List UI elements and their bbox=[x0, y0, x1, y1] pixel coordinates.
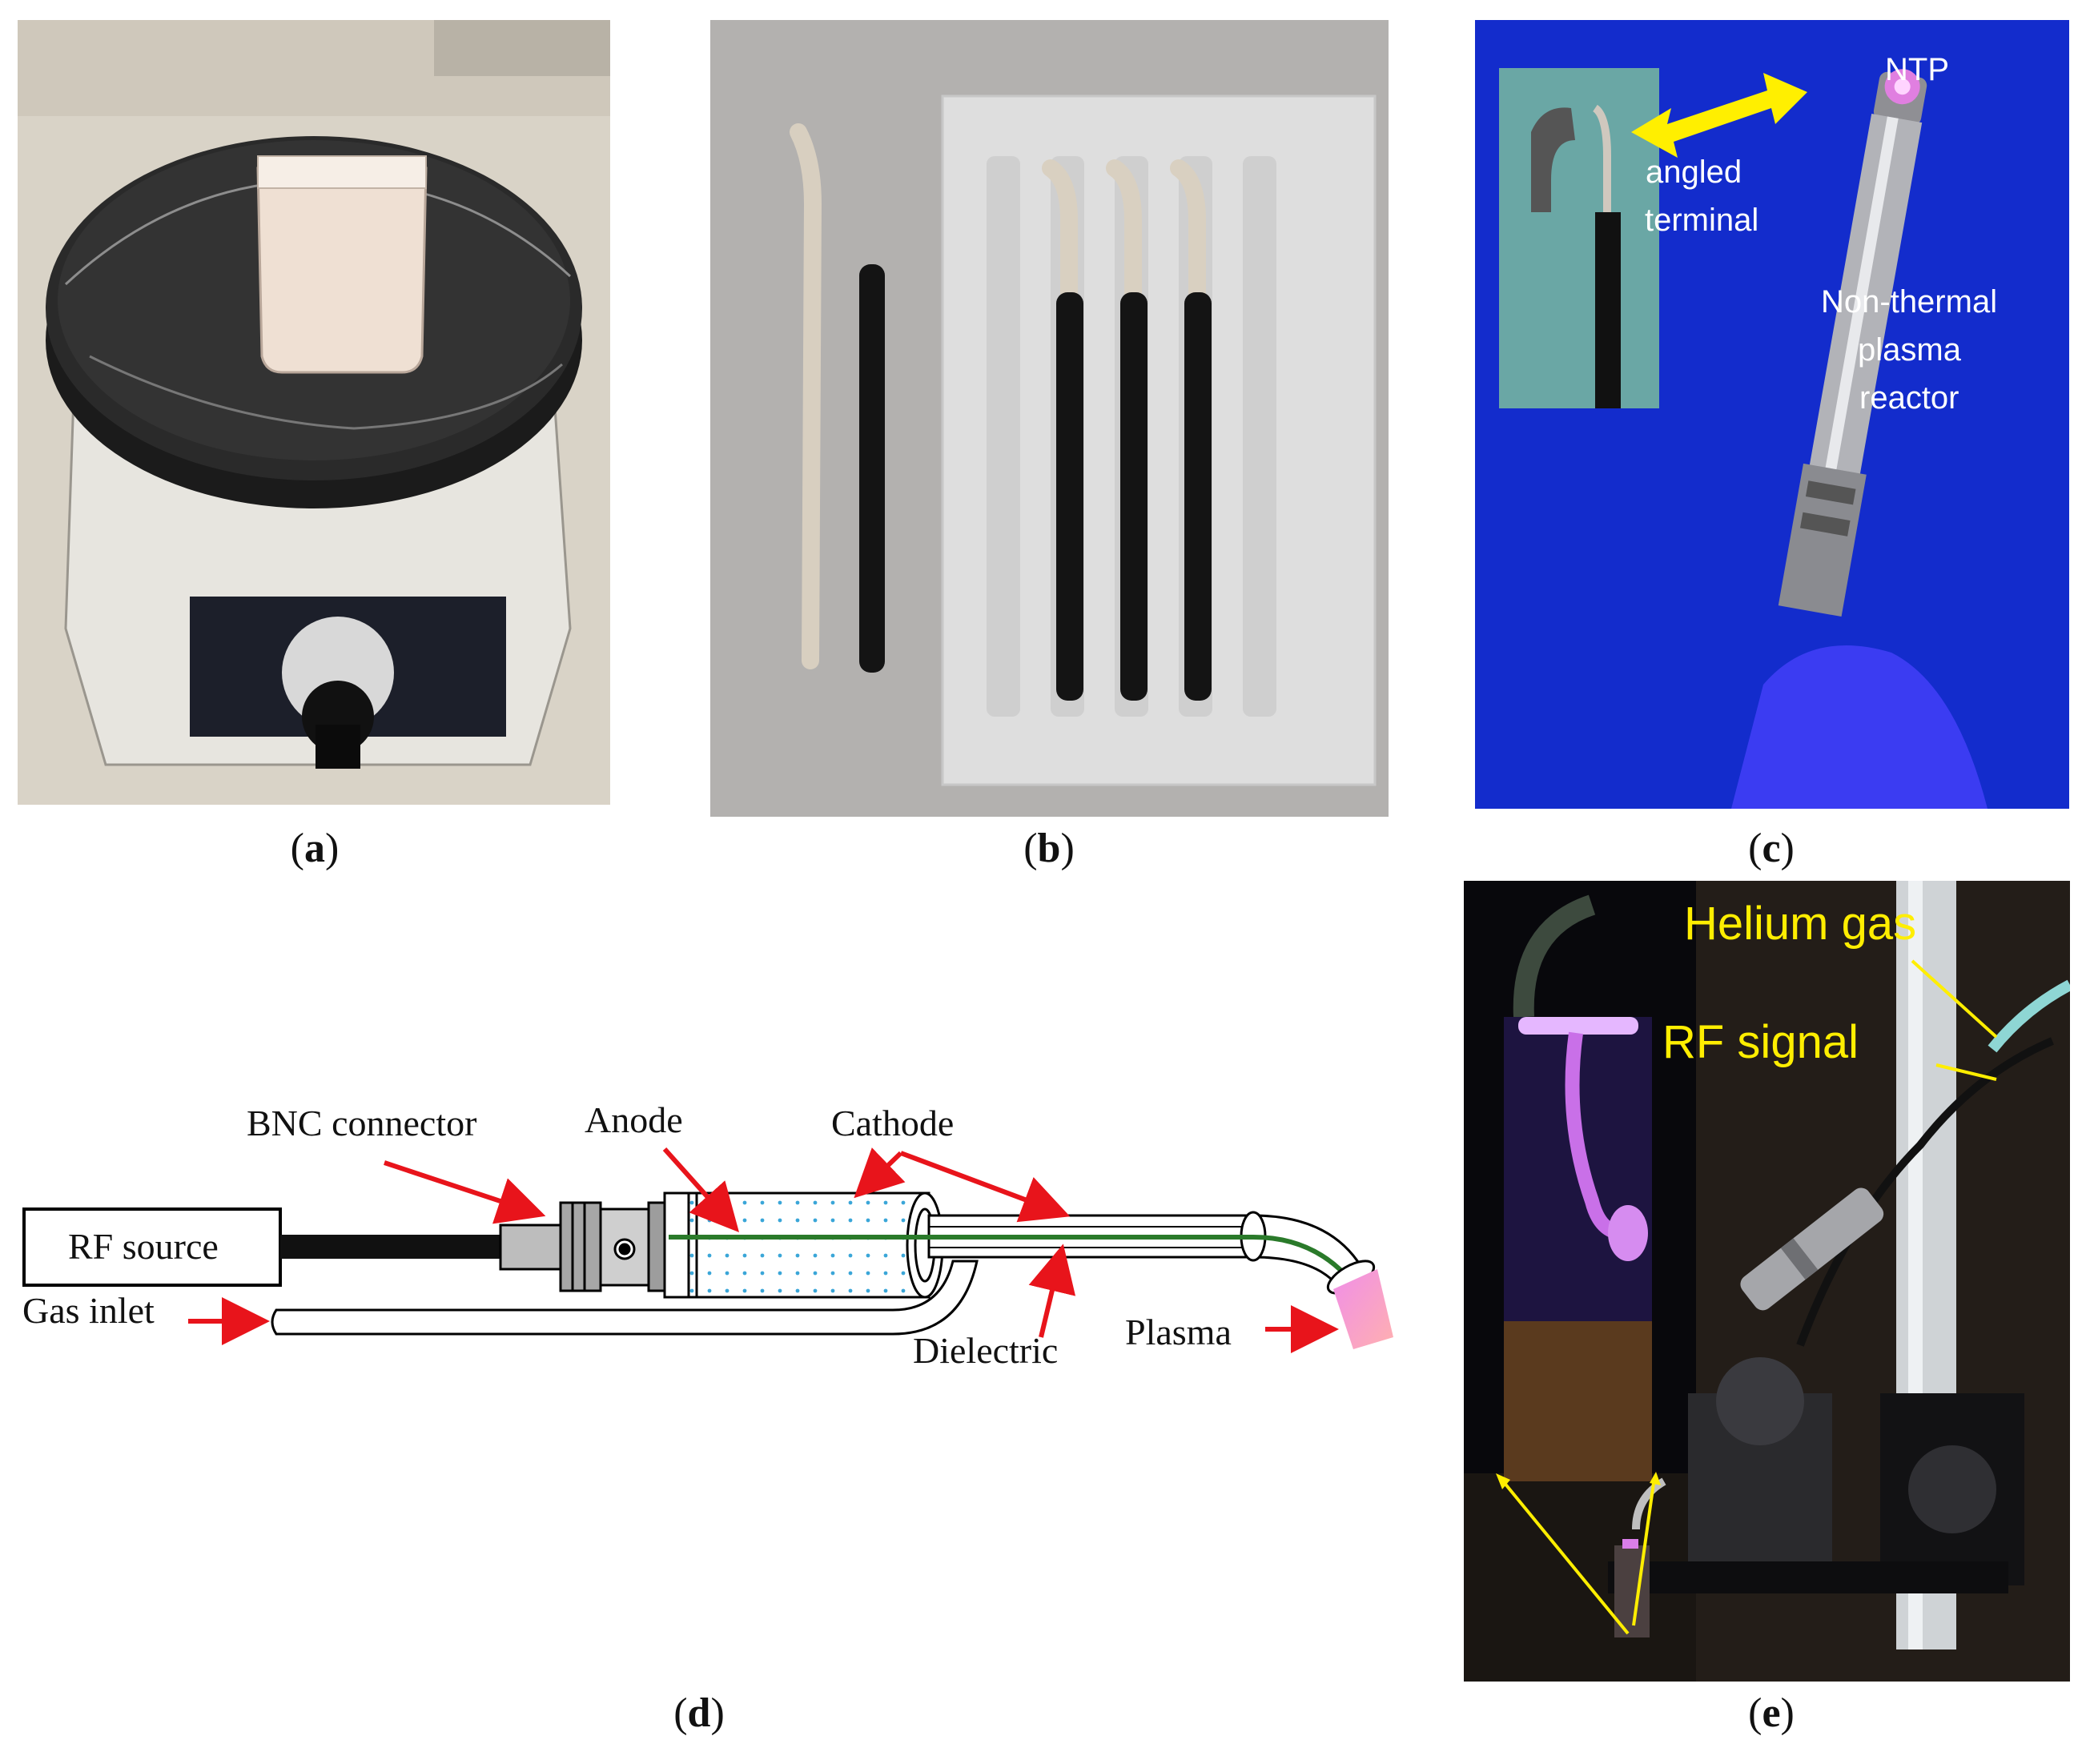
plasma-plume bbox=[1333, 1269, 1393, 1349]
arrow-cathode-1 bbox=[854, 1147, 906, 1199]
panel-b-caption: (b) bbox=[1023, 826, 1075, 871]
ntp-label: NTP bbox=[1885, 52, 1949, 87]
inner-electrode-wire bbox=[669, 1235, 1348, 1277]
panel-b-photo bbox=[710, 20, 1389, 817]
panel-c-caption: (c) bbox=[1748, 826, 1795, 871]
panel-c-photo: NTP angled terminal Non-thermal plasma r… bbox=[1475, 20, 2069, 809]
panel-a-caption: (a) bbox=[290, 826, 340, 871]
dielectric-tubes-image bbox=[710, 20, 1389, 817]
rf-signal-label: RF signal bbox=[1662, 1016, 1859, 1068]
helium-jet-setup-image bbox=[1464, 881, 2070, 1682]
gas-inlet-label: Gas inlet bbox=[22, 1290, 155, 1331]
panel-d-diagram: BNC connector Anode Cathode RF source Ga… bbox=[0, 1057, 1425, 1457]
ntp-reactor-image bbox=[1475, 20, 2069, 809]
panel-e-caption: (e) bbox=[1748, 1690, 1795, 1736]
angled-terminal-label-line1: angled bbox=[1646, 155, 1742, 190]
plasma-label: Plasma bbox=[1125, 1312, 1232, 1352]
panel-d-caption: (d) bbox=[673, 1690, 725, 1736]
arrow-dielectric bbox=[1028, 1244, 1076, 1338]
anode-label: Anode bbox=[585, 1099, 683, 1140]
rf-cable bbox=[280, 1235, 500, 1259]
rf-source-box bbox=[22, 1207, 282, 1287]
reactor-label-line2: plasma bbox=[1858, 332, 1961, 368]
angled-terminal-label-line2: terminal bbox=[1645, 203, 1759, 238]
arrow-cathode-2 bbox=[899, 1151, 1071, 1223]
bnc-connector-label: BNC connector bbox=[247, 1103, 477, 1143]
arrow-bnc bbox=[384, 1160, 546, 1224]
hot-plate-stirrer-image bbox=[18, 20, 610, 805]
helium-gas-label: Helium gas bbox=[1684, 898, 1917, 950]
gas-inlet-tube bbox=[271, 1260, 979, 1336]
reactor-label-line1: Non-thermal bbox=[1821, 284, 1998, 319]
panel-e-photo: Helium gas RF signal bbox=[1464, 881, 2070, 1682]
panel-a-photo bbox=[18, 20, 610, 805]
cathode-label: Cathode bbox=[831, 1103, 955, 1143]
rf-source-label: RF source bbox=[68, 1226, 219, 1267]
bnc-connector-shape bbox=[499, 1201, 682, 1292]
reactor-label-line3: reactor bbox=[1859, 380, 1959, 416]
dielectric-label: Dielectric bbox=[913, 1330, 1059, 1371]
plasma-reactor-schematic bbox=[22, 1147, 1393, 1353]
arrow-anode bbox=[662, 1147, 740, 1232]
